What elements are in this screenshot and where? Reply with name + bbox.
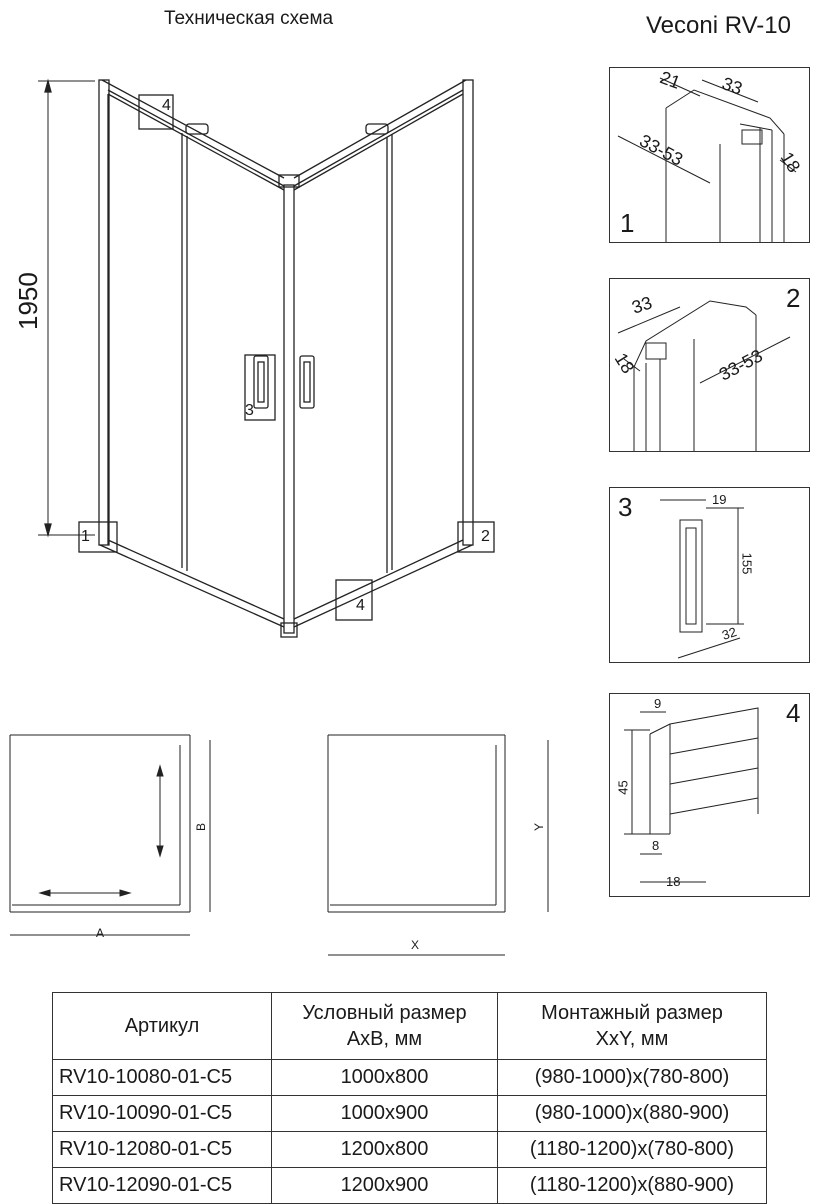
header-mounting-size-line1: Монтажный размер [541, 1002, 723, 1024]
detail-3-number: 3 [618, 492, 633, 522]
callout-4-bottom: 4 [356, 597, 365, 614]
detail-4-dim-d: 18 [666, 874, 681, 889]
callout-4-top: 4 [162, 97, 171, 114]
plan-right-width-label: X [411, 938, 420, 952]
plan-left-width-label: A [96, 926, 105, 940]
header-nominal-size: Условный размер АхВ, мм [271, 992, 498, 1060]
row-article: RV10-12080-01-C5 [52, 1131, 272, 1168]
detail-panel-2: 33 18 33-53 2 [609, 278, 810, 452]
row-article: RV10-10090-01-C5 [52, 1095, 272, 1132]
spec-table-header-row: Артикул Условный размер АхВ, мм Монтажны… [52, 992, 767, 1060]
detail-panel-3: 19 155 32 3 [609, 487, 810, 663]
header-article: Артикул [52, 992, 272, 1060]
spec-table: Артикул Условный размер АхВ, мм Монтажны… [52, 992, 767, 1204]
callout-3: 3 [245, 402, 254, 419]
header-nominal-size-line1: Условный размер [302, 1002, 467, 1024]
table-row: RV10-10080-01-C5 1000х800 (980-1000)х(78… [52, 1059, 767, 1096]
table-row: RV10-10090-01-C5 1000х900 (980-1000)х(88… [52, 1095, 767, 1132]
plan-right-depth-label: Y [532, 822, 547, 832]
row-mounting-size: (980-1000)х(880-900) [497, 1095, 767, 1132]
row-mounting-size: (980-1000)х(780-800) [497, 1059, 767, 1096]
row-nominal-size: 1000х900 [271, 1095, 498, 1132]
detail-1-number: 1 [620, 208, 635, 238]
header-mounting-size-line2: ХхY, мм [595, 1028, 669, 1050]
row-nominal-size: 1200х900 [271, 1167, 498, 1204]
detail-4-number: 4 [786, 698, 801, 728]
detail-panel-4: 9 45 8 18 4 [609, 693, 810, 897]
callout-2: 2 [481, 528, 490, 545]
row-article: RV10-10080-01-C5 [52, 1059, 272, 1096]
detail-4-dim-a: 9 [654, 696, 662, 711]
row-nominal-size: 1000х800 [271, 1059, 498, 1096]
header-nominal-size-line2: АхВ, мм [346, 1028, 423, 1050]
detail-panel-1: 21 33 33-53 18 1 [609, 67, 810, 243]
row-mounting-size: (1180-1200)х(880-900) [497, 1167, 767, 1204]
diagram-title: Техническая схема [164, 8, 334, 29]
header-mounting-size: Монтажный размер ХхY, мм [497, 992, 767, 1060]
row-article: RV10-12090-01-C5 [52, 1167, 272, 1204]
table-row: RV10-12090-01-C5 1200х900 (1180-1200)х(8… [52, 1167, 767, 1204]
plan-left-depth-label: B [194, 822, 209, 832]
detail-3-dim-a: 19 [712, 492, 727, 507]
table-row: RV10-12080-01-C5 1200х800 (1180-1200)х(7… [52, 1131, 767, 1168]
detail-2-number: 2 [786, 283, 801, 313]
model-name: Veconi RV-10 [646, 12, 791, 39]
callout-1: 1 [81, 528, 90, 545]
row-mounting-size: (1180-1200)х(780-800) [497, 1131, 767, 1168]
detail-4-dim-c: 8 [652, 838, 660, 853]
row-nominal-size: 1200х800 [271, 1131, 498, 1168]
